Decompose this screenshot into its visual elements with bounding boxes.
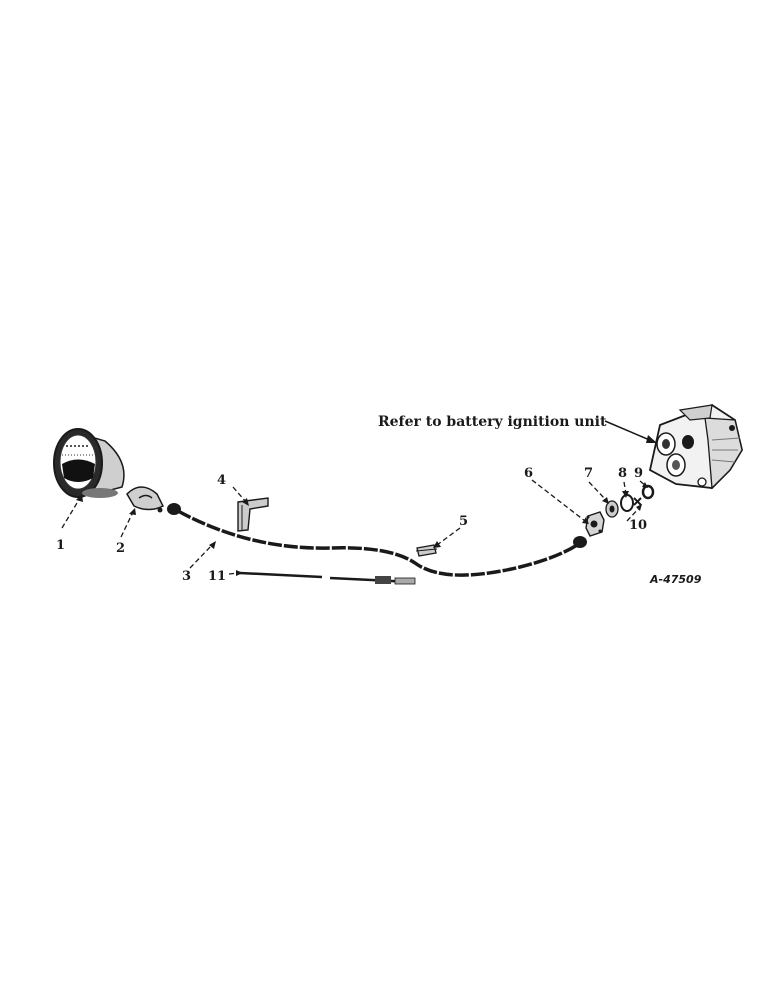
callout-8: 8 xyxy=(618,466,627,481)
callout-7: 7 xyxy=(584,466,593,481)
callout-6: 6 xyxy=(524,466,533,481)
callout-10: 10 xyxy=(629,518,647,533)
callout-1: 1 xyxy=(56,538,65,553)
gauge-part xyxy=(53,428,125,498)
ignition-unit-part xyxy=(648,403,743,490)
gear-part xyxy=(641,484,655,500)
callout-3: 3 xyxy=(182,569,191,584)
inner-shaft-part xyxy=(239,571,416,585)
callout-5: 5 xyxy=(459,514,468,529)
bracket-part xyxy=(126,486,165,513)
callout-11: 11 xyxy=(208,569,226,584)
cable-clip-part xyxy=(237,497,269,532)
adapter-plate-part xyxy=(585,511,605,537)
drive-cable-part xyxy=(167,503,587,577)
reference-note: Refer to battery ignition unit xyxy=(378,414,607,430)
figure-number: A-47509 xyxy=(649,573,702,586)
callout-9: 9 xyxy=(634,466,643,481)
washer-part xyxy=(620,494,634,512)
callout-4: 4 xyxy=(217,473,226,488)
leader-lines xyxy=(61,420,657,576)
pin-part xyxy=(633,497,642,506)
callout-2: 2 xyxy=(116,541,125,556)
adapter-part xyxy=(605,500,619,518)
clip-part xyxy=(415,544,438,557)
